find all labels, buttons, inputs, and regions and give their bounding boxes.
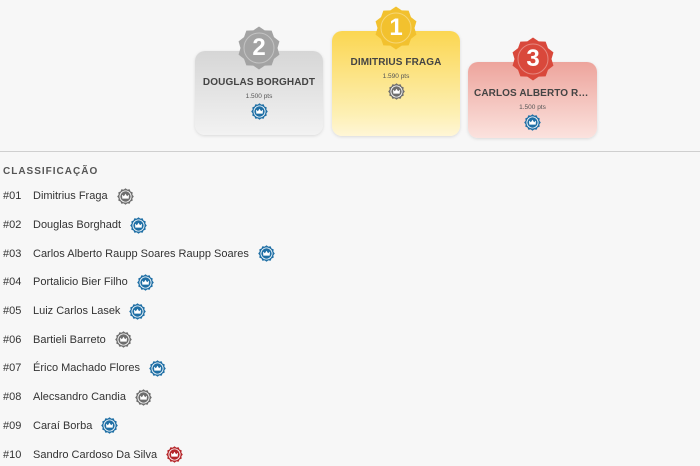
- rank-position: #07: [3, 362, 22, 375]
- rank-position: #06: [3, 333, 22, 346]
- player-name[interactable]: Caraí Borba: [33, 419, 93, 432]
- gray-crown-icon: [116, 188, 134, 205]
- ranking-row[interactable]: #08 Alecsandro Candia: [3, 383, 693, 412]
- rank-position: #08: [3, 391, 22, 404]
- ranking-row[interactable]: #02 Douglas Borghadt: [3, 211, 693, 240]
- player-name[interactable]: Alecsandro Candia: [33, 391, 126, 404]
- ranking-row[interactable]: #05 Luiz Carlos Lasek: [3, 297, 693, 326]
- rank-position: #02: [3, 219, 22, 232]
- rank-position: #04: [3, 276, 22, 289]
- ranking-list: #01 Dimitrius Fraga #02 Douglas Borghadt…: [3, 182, 693, 466]
- blue-crown-icon: [136, 274, 154, 291]
- podium-first-place: 1: [389, 14, 403, 41]
- rank-position: #03: [3, 247, 22, 260]
- rank-position: #10: [3, 448, 22, 461]
- gray-crown-icon: [114, 331, 132, 349]
- blue-crown-icon: [250, 103, 268, 120]
- blue-crown-icon: [524, 114, 541, 131]
- gray-crown-icon: [135, 388, 152, 406]
- ranking-row[interactable]: #03 Carlos Alberto Raupp Soares Raupp So…: [3, 239, 693, 268]
- ranking-row[interactable]: #04 Portalicio Bier Filho: [3, 268, 693, 297]
- podium-second-name: DOUGLAS BORGHADT: [202, 77, 316, 88]
- ranking-row[interactable]: #07 Érico Machado Flores: [3, 354, 693, 383]
- red-crown-icon: [166, 446, 183, 463]
- rank-position: #05: [3, 305, 22, 318]
- gold-medal-icon: 1: [374, 6, 418, 50]
- podium-second-place: 2: [252, 34, 266, 61]
- ranking-row[interactable]: #01 Dimitrius Fraga: [3, 182, 693, 211]
- podium-second-points: 1.500 pts: [245, 93, 273, 100]
- section-title: CLASSIFICAÇÃO: [3, 166, 99, 177]
- player-name[interactable]: Portalicio Bier Filho: [33, 276, 128, 289]
- blue-crown-icon: [101, 417, 119, 435]
- divider: [0, 151, 700, 152]
- podium-third-place: 3: [526, 45, 540, 72]
- podium-third-points: 1.500 pts: [519, 104, 546, 111]
- player-name[interactable]: Érico Machado Flores: [33, 362, 140, 375]
- bronze-medal-icon: 3: [511, 37, 555, 81]
- podium-first-name: DIMITRIUS FRAGA: [350, 57, 442, 68]
- blue-crown-icon: [130, 216, 147, 234]
- player-name[interactable]: Bartieli Barreto: [33, 333, 106, 346]
- player-name[interactable]: Carlos Alberto Raupp Soares Raupp Soares: [33, 247, 249, 260]
- blue-crown-icon: [258, 245, 275, 263]
- blue-crown-icon: [149, 360, 166, 377]
- podium-first-points: 1.590 pts: [382, 73, 410, 80]
- ranking-row[interactable]: #06 Bartieli Barreto: [3, 325, 693, 354]
- ranking-row[interactable]: #09 Caraí Borba: [3, 412, 693, 441]
- rank-position: #01: [3, 190, 22, 203]
- silver-medal-icon: 2: [237, 26, 281, 70]
- blue-crown-icon: [129, 302, 147, 320]
- podium-third-name: CARLOS ALBERTO RA...: [474, 88, 595, 99]
- player-name[interactable]: Sandro Cardoso Da Silva: [33, 448, 158, 461]
- player-name[interactable]: Douglas Borghadt: [33, 219, 122, 232]
- player-name[interactable]: Luiz Carlos Lasek: [33, 305, 121, 318]
- rank-position: #09: [3, 419, 22, 432]
- podium: DOUGLAS BORGHADT 1.500 pts 2 DIMITRIUS F…: [0, 0, 700, 152]
- player-name[interactable]: Dimitrius Fraga: [33, 190, 108, 203]
- gray-crown-icon: [387, 83, 405, 100]
- ranking-row[interactable]: #10 Sandro Cardoso Da Silva: [3, 440, 693, 466]
